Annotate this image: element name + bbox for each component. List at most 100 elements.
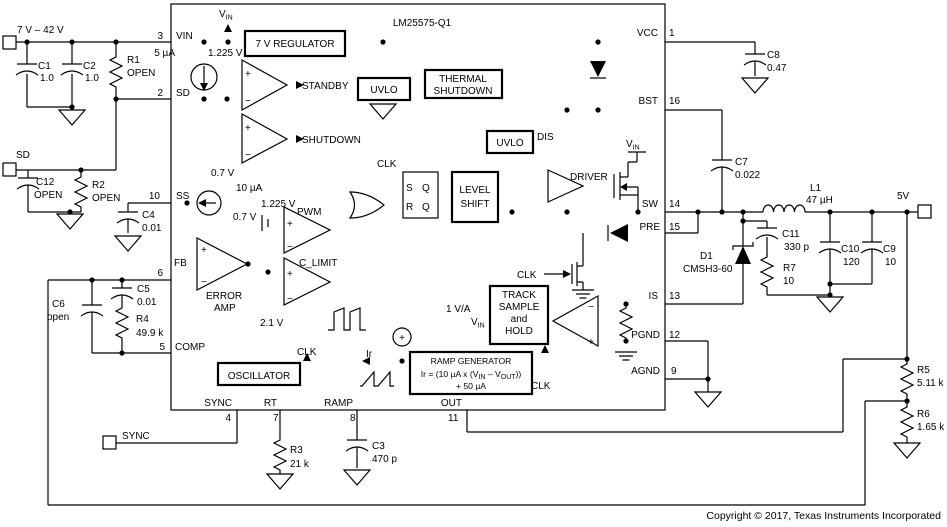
shutdown-label: SHUTDOWN [302, 135, 361, 146]
uvlo-driver-block [485, 129, 535, 155]
track-label-1: TRACK [502, 290, 536, 301]
i5ua-label: 5 µA [154, 48, 175, 59]
pin-fb-num: 6 [157, 268, 163, 279]
clk-precharge-label: CLK [517, 270, 537, 281]
r5-ref: R5 [917, 365, 930, 376]
pin-ramp-num: 8 [350, 413, 356, 424]
copyright-notice: Copyright © 2017, Texas Instruments Inco… [706, 510, 941, 522]
sync-terminal [102, 435, 117, 450]
c9-ref: C9 [883, 244, 896, 255]
pin-comp-name: COMP [175, 342, 205, 353]
pwm-plus: + [287, 219, 293, 230]
c5-val: 0.01 [137, 297, 157, 308]
pin-ss-name: SS [176, 191, 190, 202]
pin-is-num: 13 [669, 291, 681, 302]
r4-ref: R4 [136, 314, 149, 325]
one-va-label: 1 V/A [446, 304, 471, 315]
pin-is-name: IS [649, 291, 659, 302]
rampgen-formula: Ir = (10 µA x (VIN – VOUT)) [421, 369, 522, 381]
r7-val: 10 [783, 276, 795, 287]
r2-ref: R2 [92, 180, 105, 191]
c10-ref: C10 [841, 244, 860, 255]
c12-ref: C12 [36, 177, 55, 188]
ground-c8 [741, 77, 769, 94]
c6-val: open [47, 312, 69, 323]
ref-07-shutdown: 0.7 V [211, 168, 235, 179]
pin-rt-num: 7 [273, 413, 279, 424]
capacitor-c2-symbol [60, 63, 84, 76]
c8-val: 0.47 [767, 63, 787, 74]
r1-ref: R1 [127, 55, 140, 66]
current-source-10ua-symbol [196, 190, 222, 216]
pin-pre-num: 15 [669, 222, 681, 233]
ref-1225-pwm: 1.225 V [261, 199, 296, 210]
pin-pgnd-num: 12 [669, 330, 681, 341]
latch-s: S [406, 183, 413, 194]
climit-label: C_LIMIT [299, 258, 337, 269]
standby-plus: + [245, 69, 251, 80]
output-voltage-label: 5V [897, 191, 910, 202]
resistor-r3-symbol [273, 437, 287, 473]
track-sample-hold-block [488, 284, 550, 346]
climit-comparator-symbol [283, 257, 332, 306]
r3-val: 21 k [290, 459, 310, 470]
rampgen-label-1: RAMP GENERATOR [431, 356, 512, 366]
pin-sw-name: SW [642, 199, 659, 210]
component-symbols [15, 24, 921, 490]
dis-label: DIS [537, 132, 554, 143]
regulator-label: 7 V REGULATOR [255, 39, 334, 50]
i10ua-label: 10 µA [236, 183, 263, 194]
pwm-minus: − [287, 242, 293, 253]
thermal-shutdown-block [423, 68, 504, 100]
pin-pre-name: PRE [639, 222, 660, 233]
pin-ss-num: 10 [149, 191, 161, 202]
climit-minus: − [287, 294, 293, 305]
track-label-4: HOLD [505, 326, 533, 337]
uvlo-top-block [356, 76, 412, 102]
pin-bst-num: 16 [669, 96, 681, 107]
oscillator-clk-arrow-icon [303, 353, 311, 361]
erroramp-label-2: AMP [214, 303, 236, 314]
rampgen-label-2: + 50 µA [456, 381, 486, 391]
climit-plus: + [287, 269, 293, 280]
input-range-label: 7 V – 42 V [17, 25, 64, 36]
pin-sync-name: SYNC [204, 398, 232, 409]
sawtooth-waveform-icon [360, 370, 394, 387]
erroramp-plus: + [201, 245, 207, 256]
resistor-r1-symbol [109, 54, 123, 90]
r2-val: OPEN [92, 193, 120, 204]
erroramp-label-1: ERROR [206, 291, 242, 302]
mosfet-vin-label: VIN [626, 139, 640, 152]
r6-val: 1.65 k [917, 422, 945, 433]
resistor-r7-symbol [760, 254, 774, 290]
ground-c3 [343, 469, 371, 486]
uvlo-top-label: UVLO [370, 85, 397, 96]
sync-terminal-label: SYNC [122, 431, 150, 442]
diode-d1-symbol [732, 242, 754, 264]
pin-sync-num: 4 [225, 413, 231, 424]
ground-pgnd-agnd [694, 391, 722, 408]
diode-pre-symbol [607, 224, 628, 242]
d1-ref: D1 [700, 251, 713, 262]
r3-ref: R3 [290, 445, 303, 456]
pin-vcc-num: 1 [669, 28, 675, 39]
ramp-waveform-icon [328, 307, 366, 331]
c4-val: 0.01 [142, 223, 162, 234]
output-terminal [917, 204, 932, 219]
pin-vin-name: VIN [176, 31, 193, 42]
latch-r: R [406, 202, 413, 213]
d1-val: CMSH3-60 [683, 264, 733, 275]
l1-ref: L1 [810, 183, 822, 194]
c4-ref: C4 [142, 210, 155, 221]
driver-symbol [547, 169, 585, 203]
c11-val: 330 p [784, 242, 809, 253]
resistor-r5-symbol [900, 361, 914, 397]
thermal-label-2: SHUTDOWN [434, 86, 493, 97]
levelshift-label-1: LEVEL [459, 185, 491, 196]
resistor-r6-symbol [900, 404, 914, 440]
iscomp-plus: + [588, 337, 594, 348]
pin-comp-num: 5 [159, 342, 165, 353]
text-labels: LM25575-Q1 7 V – 42 V C1 1.0 C2 1.0 R1 O… [16, 9, 945, 522]
pin-sw-num: 14 [669, 199, 681, 210]
